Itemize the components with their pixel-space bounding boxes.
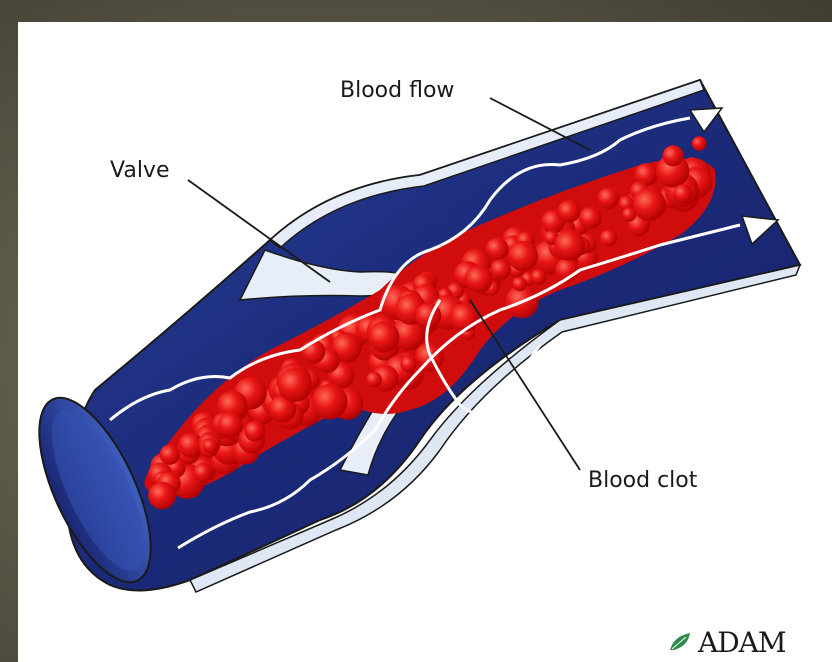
clot-cell <box>512 277 526 291</box>
clot-cell <box>663 145 684 166</box>
clot-cell <box>193 463 212 482</box>
blood-flow-label: Blood flow <box>340 78 454 103</box>
blood-clot-label: Blood clot <box>588 468 697 493</box>
clot-cell <box>160 444 180 464</box>
clot-cell <box>531 269 547 285</box>
clot-cell <box>508 241 538 271</box>
clot-cell <box>278 368 312 402</box>
adam-logo: ADAM <box>668 622 832 662</box>
clot-cell <box>557 200 580 223</box>
clot-cell <box>366 372 382 388</box>
leaf-icon <box>668 630 694 654</box>
clot-cell <box>203 439 218 454</box>
clot-cell <box>490 259 511 280</box>
clot-cell <box>465 265 493 293</box>
clot-cell <box>633 188 666 221</box>
clot-cell <box>673 184 692 203</box>
clot-cell <box>368 321 399 352</box>
clot-cell <box>400 356 416 372</box>
valve-label: Valve <box>110 158 170 183</box>
clot-cell <box>600 230 617 247</box>
logo-text: ADAM <box>698 626 786 659</box>
clot-cell <box>148 482 176 510</box>
clot-cell <box>554 230 585 261</box>
clot-cell <box>622 207 636 221</box>
clot-cell <box>692 136 707 151</box>
clot-cell <box>579 207 602 230</box>
clot-cell <box>218 412 243 437</box>
clot-cell <box>312 384 348 420</box>
clot-cell <box>244 421 265 442</box>
clot-cell <box>598 187 620 209</box>
